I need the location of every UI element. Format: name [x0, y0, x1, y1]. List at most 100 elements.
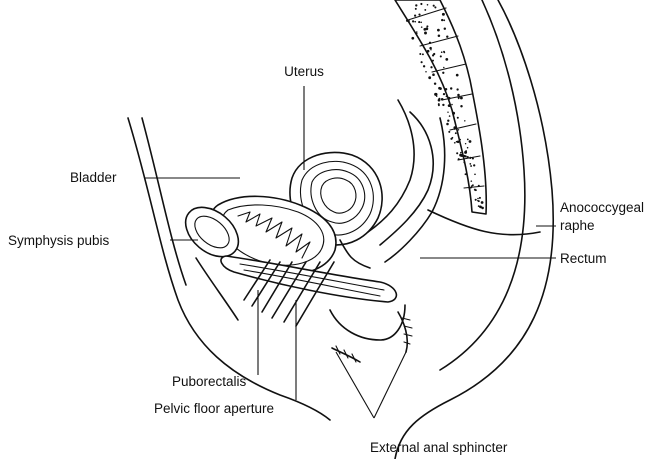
sacrum-stipple-dot	[448, 131, 450, 133]
sacrum-stipple-dot	[455, 132, 457, 134]
sacrum-stipple-dot	[479, 197, 481, 199]
sacrum-stipple-dot	[464, 155, 466, 157]
sacrum-stipple-dot	[418, 21, 420, 23]
sacrum-stipple-dot	[472, 157, 474, 159]
sacrum-stipple-dot	[414, 21, 416, 23]
sacrum-stipple-dot	[454, 142, 456, 144]
sacrum-stipple-dot	[420, 22, 422, 24]
sacrum-stipple-dot	[438, 103, 440, 105]
sacrum-stipple-dot	[467, 156, 469, 158]
sacrum-stipple-dot	[415, 8, 417, 10]
sacrum-stipple-dot	[428, 76, 431, 79]
label-external-anal-sphincter: External anal sphincter	[370, 440, 508, 455]
sacrum-stipple-dot	[463, 161, 465, 163]
label-puborectalis: Puborectalis	[172, 374, 247, 389]
sacrum-stipple-dot	[414, 15, 416, 17]
sacrum-stipple-dot	[459, 139, 461, 141]
sacrum-stipple-dot	[448, 105, 450, 107]
sacrum-stipple-dot	[452, 112, 455, 115]
sacrum-stipple-dot	[447, 111, 448, 112]
sacrum-stipple-dot	[458, 158, 460, 160]
sacrum-stipple-dot	[442, 72, 444, 74]
sacrum-stipple-dot	[438, 98, 440, 100]
sacrum-stipple-dot	[444, 27, 446, 29]
sacrum-stipple-dot	[470, 165, 472, 167]
sacrum-stipple-dot	[456, 74, 459, 77]
sacrum-stipple-dot	[451, 104, 453, 106]
sacrum-stipple-dot	[432, 73, 435, 76]
sacrum-stipple-dot	[464, 120, 465, 121]
sacrum-stipple-dot	[475, 199, 477, 201]
sacrum-stipple-dot	[446, 36, 448, 38]
sacrum-stipple-dot	[433, 5, 435, 7]
sacrum-stipple-dot	[441, 19, 443, 21]
sacrum-stipple-dot	[440, 55, 442, 57]
sacrum-stipple-dot	[449, 115, 451, 117]
sacrum-stipple-dot	[450, 87, 452, 89]
sacrum-stipple-dot	[447, 120, 449, 122]
sacrum-stipple-dot	[469, 187, 471, 189]
sacrum-stipple-dot	[441, 98, 444, 101]
sacrum-stipple-dot	[432, 54, 434, 56]
sacrum-stipple-dot	[429, 47, 432, 50]
sacrum-stipple-dot	[421, 61, 423, 63]
sacrum-stipple-dot	[448, 97, 451, 100]
sacrum-stipple-dot	[471, 180, 473, 182]
sacrum-stipple-dot	[481, 201, 484, 204]
sacrum-stipple-dot	[469, 140, 472, 143]
sacrum-stipple-dot	[467, 147, 469, 149]
label-uterus: Uterus	[284, 64, 324, 79]
sacrum-stipple-dot	[443, 67, 445, 69]
sacrum-stipple-dot	[443, 19, 445, 21]
sacrum-stipple-dot	[439, 87, 442, 90]
sacrum-stipple-dot	[465, 173, 467, 175]
sacrum-stipple-dot	[426, 25, 428, 27]
sacrum-stipple-dot	[457, 117, 459, 119]
sacrum-stipple-dot	[453, 118, 455, 120]
sacrum-stipple-dot	[458, 98, 460, 100]
sacrum-stipple-dot	[423, 28, 426, 31]
sacrum-stipple-dot	[416, 31, 417, 32]
sacrum-stipple-dot	[422, 53, 424, 55]
sacrum-stipple-dot	[443, 93, 445, 95]
sacrum-stipple-dot	[470, 187, 471, 188]
sacrum-stipple-dot	[442, 104, 444, 106]
sacrum-stipple-dot	[478, 185, 480, 187]
sacrum-stipple-dot	[430, 49, 431, 50]
sacrum-stipple-dot	[473, 164, 475, 166]
sacrum-stipple-dot	[445, 58, 448, 61]
sacrum-stipple-dot	[475, 189, 477, 191]
sacrum-stipple-dot	[443, 51, 445, 53]
sacrum-stipple-dot	[406, 20, 408, 22]
sacrum-stipple-dot	[429, 42, 431, 44]
sacrum-stipple-dot	[458, 129, 459, 130]
sacrum-stipple-dot	[460, 105, 462, 107]
sacrum-stipple-dot	[427, 4, 429, 6]
label-pelvic-floor-aperture: Pelvic floor aperture	[154, 401, 274, 416]
label-rectum: Rectum	[560, 251, 607, 266]
label-symphysis-pubis: Symphysis pubis	[8, 233, 110, 248]
sacrum-stipple-dot	[469, 157, 471, 159]
sacrum-stipple-dot	[456, 88, 458, 90]
sacrum-stipple-dot	[430, 66, 432, 68]
sacrum-stipple-dot	[464, 151, 467, 154]
sacrum-stipple-dot	[415, 4, 417, 6]
sacrum-stipple-dot	[423, 65, 425, 67]
sacrum-stipple-dot	[434, 93, 437, 96]
sacrum-stipple-dot	[441, 51, 443, 53]
label-bladder: Bladder	[70, 170, 117, 185]
sacrum-stipple-dot	[461, 154, 464, 157]
sacrum-stipple-dot	[481, 207, 484, 210]
sacrum-stipple-dot	[460, 152, 461, 153]
external-anal-sphincter	[332, 312, 412, 362]
sacrum-stipple-dot	[418, 14, 420, 16]
sacrum-stipple-dot	[424, 32, 427, 35]
sacrum-stipple-dot	[425, 71, 427, 73]
sacrum-stipple-dot	[460, 97, 463, 100]
sacrum-stipple-dot	[454, 128, 456, 130]
sacrum-stipple-dot	[477, 198, 479, 200]
sacrum-stipple-dot	[434, 82, 436, 84]
label-anococcygeal-raphe-line1: Anococcygeal	[560, 200, 644, 215]
sacrum-stipple-dot	[456, 152, 458, 154]
